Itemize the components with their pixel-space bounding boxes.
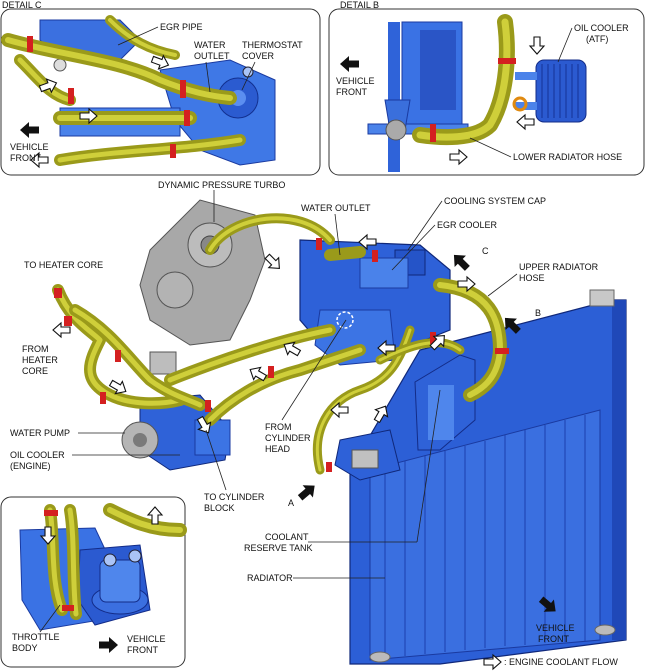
detail-c-panel: DETAIL C EGR PIPE WATER OUTLET THERMOSTA… xyxy=(0,0,321,176)
lower-radiator-hose-label: LOWER RADIATOR HOSE xyxy=(513,152,622,162)
callout-c-arrow-icon xyxy=(448,249,474,275)
water-outlet-label-1: WATER xyxy=(194,40,226,50)
detail-c-vehicle-front-1: VEHICLE xyxy=(10,142,49,152)
water-pump xyxy=(121,394,231,471)
oil-cooler-atf-body xyxy=(515,59,587,123)
main-vehicle-front-2: FRONT xyxy=(538,634,569,644)
detail-c-vehicle-front-2: FRONT xyxy=(10,153,41,163)
detail-a-vehicle-front-2: FRONT xyxy=(127,645,158,655)
water-outlet-label: WATER OUTLET xyxy=(301,203,371,213)
callout-c-label: C xyxy=(482,246,489,256)
upper-radiator-hose-label-2: HOSE xyxy=(519,273,545,283)
thermostat-cover-label-2: COVER xyxy=(242,51,275,61)
egr-cooler-label: EGR COOLER xyxy=(437,220,498,230)
detail-b-hoses xyxy=(412,14,515,146)
water-outlet-label-2: OUTLET xyxy=(194,51,230,61)
legend: : ENGINE COOLANT FLOW xyxy=(483,654,618,670)
throttle-body-label-1: THROTTLE xyxy=(12,632,60,642)
callout-a-label: A xyxy=(288,498,294,508)
oil-cooler-engine-label-2: (ENGINE) xyxy=(10,461,51,471)
coolant-reserve-tank xyxy=(414,354,476,451)
detail-b-clamps xyxy=(430,58,528,142)
main-vehicle-front-1: VEHICLE xyxy=(536,623,575,633)
oil-cooler-engine-label-1: OIL COOLER xyxy=(10,450,65,460)
callout-a-arrow-icon xyxy=(294,479,320,504)
from-cylinder-head-label-2: CYLINDER xyxy=(265,433,311,443)
detail-b-vehicle-front-1: VEHICLE xyxy=(336,76,375,86)
flow-arrow-icon xyxy=(261,250,285,274)
from-heater-core-label-3: CORE xyxy=(22,366,48,376)
detail-c-clamps xyxy=(27,36,190,158)
to-cylinder-block-label-2: BLOCK xyxy=(204,503,235,513)
cooling-system-cap-label: COOLING SYSTEM CAP xyxy=(444,196,546,206)
detail-a-panel: THROTTLE BODY VEHICLE FRONT xyxy=(0,496,187,668)
detail-b-radiator-side xyxy=(367,21,469,172)
coolant-reserve-tank-label-1: COOLANT xyxy=(265,532,309,542)
throttle-body-label-2: BODY xyxy=(12,643,38,653)
to-heater-core-label: TO HEATER CORE xyxy=(24,260,103,270)
coolant-reserve-tank-label-2: RESERVE TANK xyxy=(244,543,313,553)
upper-radiator-hose-label-1: UPPER RADIATOR xyxy=(519,262,599,272)
oil-cooler-atf-label-1: OIL COOLER xyxy=(574,23,629,33)
egr-pipe-label: EGR PIPE xyxy=(160,22,203,32)
detail-c-title: DETAIL C xyxy=(2,0,42,10)
water-pump-label: WATER PUMP xyxy=(10,428,70,438)
detail-b-panel: DETAIL B OIL COOLER (ATF) VEHICLE FRONT … xyxy=(328,0,645,176)
thermostat-cover-label-1: THERMOSTAT xyxy=(242,40,303,50)
main-clamps xyxy=(54,238,509,472)
legend-engine-coolant-flow: : ENGINE COOLANT FLOW xyxy=(504,657,618,667)
oil-cooler-atf-label-2: (ATF) xyxy=(586,34,608,44)
engine-block xyxy=(299,239,451,481)
from-heater-core-label-2: HEATER xyxy=(22,355,58,365)
callout-b-label: B xyxy=(535,308,541,318)
radiator-label: RADIATOR xyxy=(247,573,293,583)
dynamic-pressure-turbo-label: DYNAMIC PRESSURE TURBO xyxy=(158,180,285,190)
main-hoses xyxy=(52,213,507,475)
from-cylinder-head-label-1: FROM xyxy=(265,422,292,432)
detail-b-title: DETAIL B xyxy=(340,0,379,10)
detail-b-vehicle-front-2: FRONT xyxy=(336,87,367,97)
to-cylinder-block-label-1: TO CYLINDER xyxy=(204,492,265,502)
from-cylinder-head-label-3: HEAD xyxy=(265,444,291,454)
detail-a-vehicle-front-1: VEHICLE xyxy=(127,634,166,644)
from-heater-core-label-1: FROM xyxy=(22,344,49,354)
